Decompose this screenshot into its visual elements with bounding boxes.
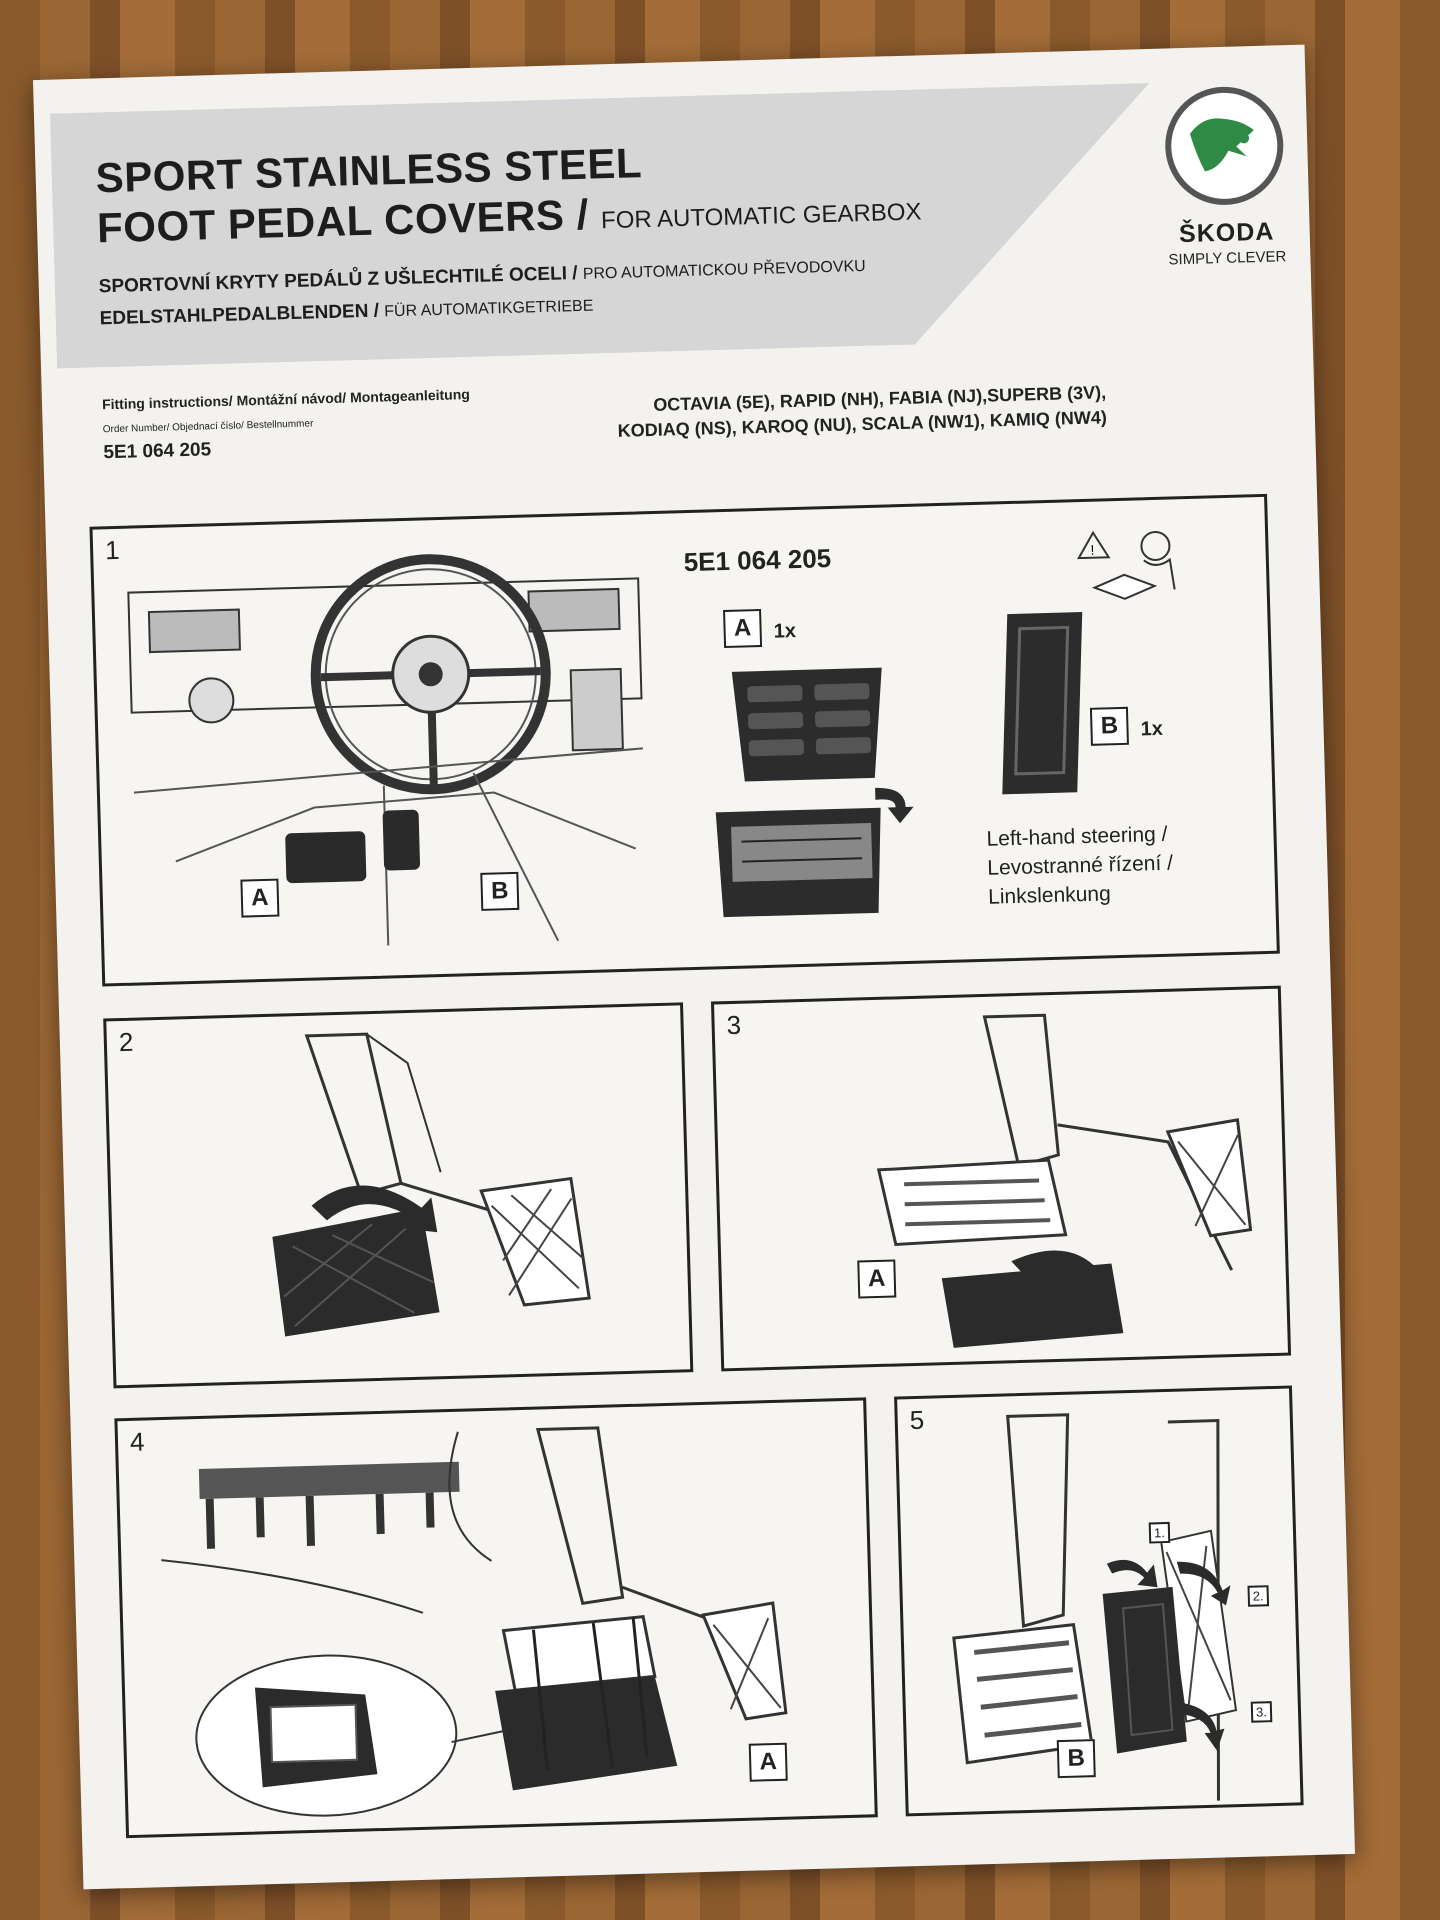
pedal-cover-a-back (715, 807, 881, 918)
title-sub: FOR AUTOMATIC GEARBOX (600, 198, 922, 235)
skoda-logo: ŠKODA SIMPLY CLEVER (1154, 85, 1297, 269)
label-a: A (748, 1742, 788, 1782)
step-3-panel: 3 A (710, 985, 1292, 1372)
sub-step-1: 1. (1148, 1521, 1171, 1544)
order-number-label: Order Number/ Objednací číslo/ Bestellnu… (102, 418, 314, 436)
label-a: A (240, 878, 280, 918)
steering-cz: Levostranné řízení / (987, 851, 1174, 880)
fitting-instructions: Fitting instructions/ Montážní návod/ Mo… (101, 386, 471, 413)
read-manual-icon: ! (1076, 530, 1176, 600)
pedal-cover-b (1002, 612, 1083, 795)
sub-step-3: 3. (1250, 1701, 1273, 1723)
step-number: 2 (118, 1026, 134, 1058)
pedal-cover-a (731, 667, 882, 782)
svg-text:!: ! (1090, 542, 1094, 558)
steering-de: Linkslenkung (987, 882, 1112, 909)
step-number: 4 (129, 1426, 145, 1457)
brand-name: ŠKODA (1178, 217, 1275, 249)
quantity-b: 1x (1140, 717, 1164, 741)
step-2-illustration (272, 1032, 591, 1337)
step-5-panel: 5 1. 2. 3. B (894, 1385, 1304, 1817)
label-a: A (723, 608, 763, 649)
step-1-panel: 1 A B 5E1 064 205 ! A 1x (89, 493, 1280, 987)
step-3-illustration (876, 1013, 1253, 1348)
step-2-panel: 2 (103, 1002, 694, 1389)
quantity-a: 1x (773, 620, 797, 643)
step-number: 1 (104, 534, 121, 566)
step-4-panel: 4 A (114, 1397, 878, 1839)
step-5-illustration (952, 1413, 1238, 1801)
skoda-arrow-icon (1163, 85, 1285, 207)
label-b: B (1056, 1739, 1096, 1779)
brand-slogan: SIMPLY CLEVER (1168, 248, 1287, 269)
step-4-illustration (161, 1426, 788, 1817)
instruction-sheet: SPORT STAINLESS STEEL FOOT PEDAL COVERS … (32, 44, 1356, 1890)
label-a: A (857, 1259, 897, 1299)
flip-arrow-icon (875, 787, 914, 824)
label-b: B (1089, 706, 1129, 746)
sub-step-2: 2. (1247, 1585, 1269, 1607)
steering-note: Left-hand steering / Levostranné řízení … (986, 820, 1174, 912)
german-title-sub: FÜR AUTOMATIKGETRIEBE (384, 297, 594, 321)
compatible-models: OCTAVIA (5E), RAPID (NH), FABIA (NJ),SUP… (617, 380, 1108, 444)
label-b: B (480, 871, 520, 911)
part-number: 5E1 064 205 (683, 543, 832, 578)
step-number: 3 (726, 1009, 742, 1041)
dashboard-illustration (127, 554, 643, 946)
order-number: 5E1 064 205 (103, 439, 212, 464)
